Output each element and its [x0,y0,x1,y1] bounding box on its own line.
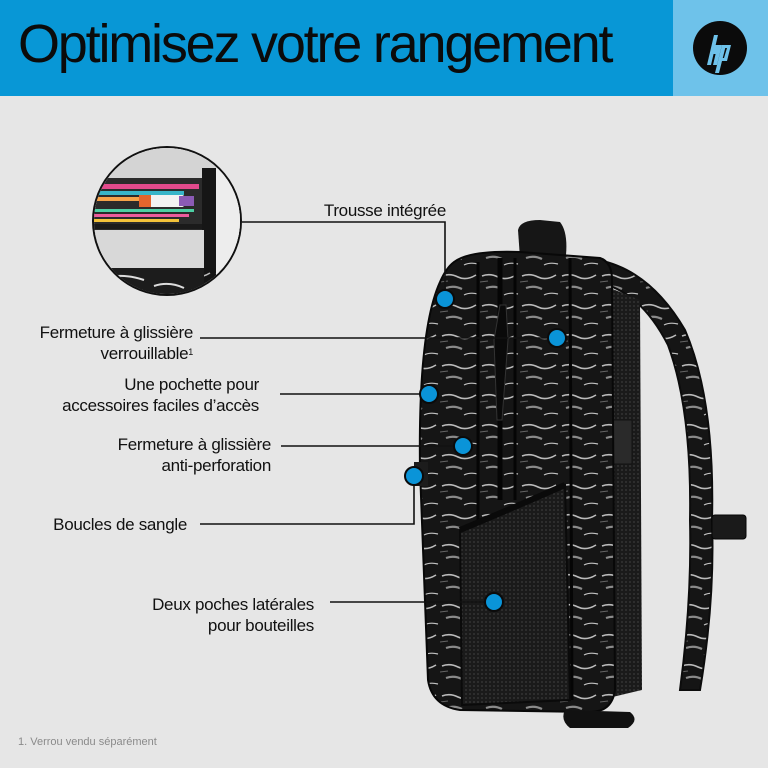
callout-zip-lock-line1: Fermeture à glissière [39,323,194,342]
header-banner: Optimisez votre rangement [0,0,673,96]
marker-pocket [419,384,439,404]
callout-zip-anti-line2: anti-perforation [161,456,271,475]
callout-zip-lock-line2-wrap: verrouillable1 [0,343,194,364]
page-title: Optimisez votre rangement [18,14,613,74]
callout-buckles-text: Boucles de sangle [53,515,187,534]
callout-trousse-text: Trousse intégrée [323,201,446,220]
callout-zip-lock-line2: verrouillable [100,344,189,363]
marker-buckles [404,466,424,486]
marker-trousse [435,289,455,309]
footnote: 1. Verrou vendu séparément [18,736,157,748]
callout-bottles-line1: Deux poches latérales [152,595,314,614]
callout-trousse: Trousse intégrée [300,200,446,221]
brand-panel [673,0,768,96]
footnote-marker: 1 [188,347,193,357]
callout-zip-lock: Fermeture à glissière verrouillable1 [0,322,194,364]
callout-pocket-line2: accessoires faciles d’accès [62,396,259,415]
marker-zip-lock [547,328,567,348]
callout-bottles: Deux poches latérales pour bouteilles [0,594,314,636]
callout-buckles: Boucles de sangle [0,514,187,535]
callout-pocket: Une pochette pour accessoires faciles d’… [0,374,259,416]
marker-bottles [484,592,504,612]
callout-bottles-line2: pour bouteilles [207,616,314,635]
callout-zip-anti: Fermeture à glissière anti-perforation [0,434,272,476]
hp-logo-icon [693,21,747,75]
callout-pocket-line1: Une pochette pour [124,375,259,394]
marker-zip-anti [453,436,473,456]
callout-zip-anti-line1: Fermeture à glissière [117,435,272,454]
